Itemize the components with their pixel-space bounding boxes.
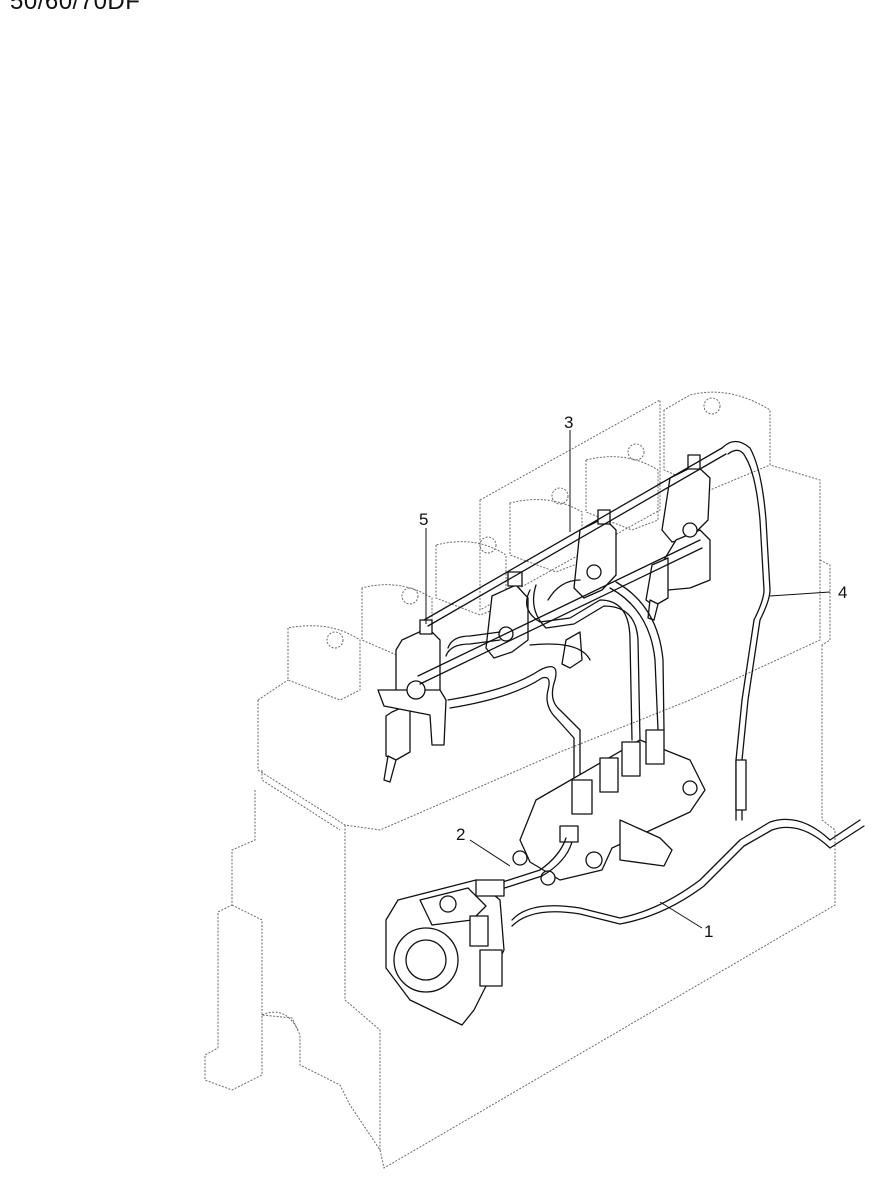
callout-5: 5 <box>419 510 428 624</box>
callout-label-4: 4 <box>838 583 847 602</box>
leak-off-return-line <box>417 440 771 821</box>
callout-4: 4 <box>769 583 847 602</box>
callout-label-1: 1 <box>704 922 713 941</box>
callout-1: 1 <box>659 901 713 941</box>
engine-block-outline <box>204 391 836 1169</box>
callout-3: 3 <box>564 413 573 532</box>
high-pressure-lines <box>445 579 665 781</box>
supply-pump <box>385 879 505 1026</box>
common-rail <box>512 729 706 886</box>
callout-label-3: 3 <box>564 413 573 432</box>
fuel-injector <box>561 509 617 669</box>
fuel-injector <box>377 619 447 783</box>
fuel-injector <box>645 454 711 621</box>
callout-2: 2 <box>456 825 511 867</box>
fuel-lines-lower <box>483 818 865 927</box>
callout-label-2: 2 <box>456 825 465 844</box>
callout-label-5: 5 <box>419 510 428 529</box>
fuel-injector <box>485 571 529 659</box>
page-title: 50/60/70DF <box>10 0 141 15</box>
fuel-injector-row <box>377 454 711 783</box>
